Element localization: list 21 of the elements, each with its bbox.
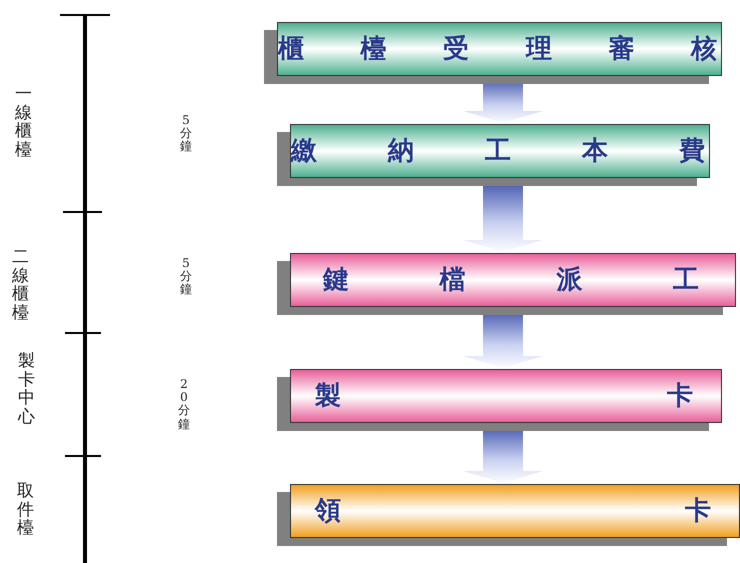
- block-arrow: [463, 315, 543, 368]
- process-box: [290, 124, 710, 178]
- process-box: [277, 22, 722, 76]
- vertical-label: 5分鐘: [179, 114, 193, 154]
- step-label: 鍵 檔 派 工: [323, 264, 703, 296]
- process-box: [290, 484, 740, 538]
- block-arrow: [463, 186, 543, 252]
- step-label: 繳納工本費: [291, 134, 709, 168]
- vertical-label: 5分鐘: [179, 257, 193, 297]
- vertical-label: 一線櫃檯: [15, 85, 32, 160]
- vertical-label: 二線櫃檯: [12, 248, 29, 323]
- process-box: [290, 369, 722, 423]
- step-label: 領 卡: [315, 494, 715, 528]
- vertical-label: 20分鐘: [177, 378, 191, 431]
- process-box: [290, 253, 736, 307]
- vertical-label: 取件檯: [17, 482, 34, 538]
- vertical-label: 製卡中心: [18, 352, 35, 427]
- block-arrow: [463, 84, 543, 123]
- step-label: 製 卡: [315, 380, 697, 412]
- step-label: 櫃檯受理審核: [278, 32, 721, 66]
- block-arrow: [463, 431, 543, 483]
